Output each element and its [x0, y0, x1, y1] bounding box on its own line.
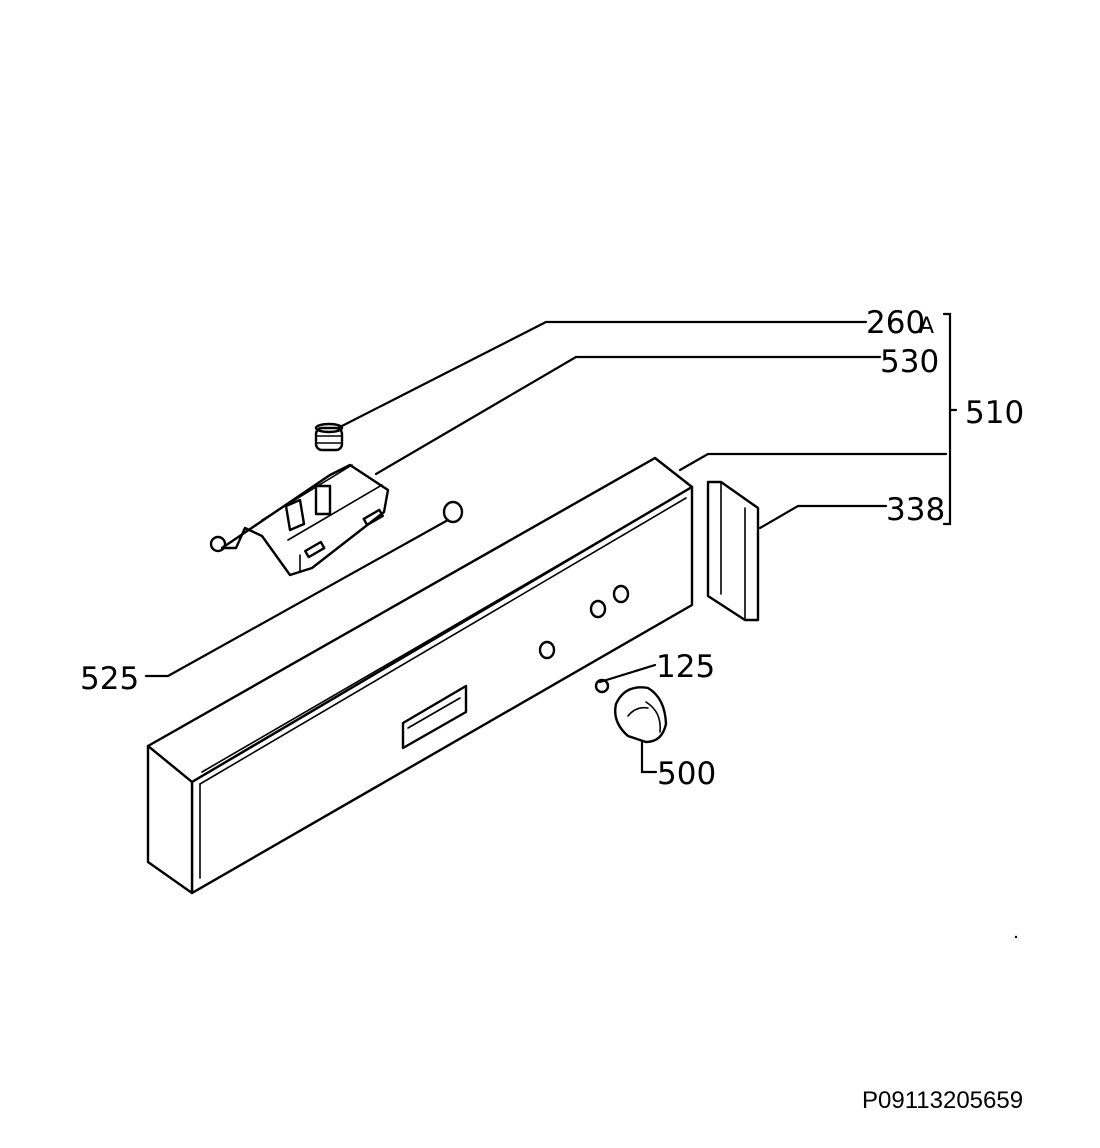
bracket-notch — [362, 508, 384, 527]
callout-125: 125 — [656, 649, 715, 685]
spring-screw — [314, 422, 344, 452]
bracket-slot — [314, 484, 332, 516]
stray-dot — [1014, 935, 1018, 939]
callout-338: 338 — [886, 492, 945, 528]
reference-code: P09113205659 — [862, 1087, 1023, 1114]
end-cap — [706, 480, 760, 622]
knob — [614, 686, 668, 744]
control-panel — [146, 456, 694, 895]
bracket-part — [209, 463, 390, 577]
callout-510: 510 — [965, 395, 1024, 431]
group-brace — [942, 312, 958, 526]
callout-260: 260 — [866, 305, 925, 341]
leader-lines — [144, 320, 948, 774]
callout-525: 525 — [80, 661, 139, 697]
callout-530: 530 — [880, 344, 939, 380]
panel-hole — [612, 584, 630, 604]
button-plug — [442, 500, 464, 524]
bracket-notch — [304, 540, 326, 559]
panel-hole — [538, 640, 556, 660]
callout-260-suffix: A — [919, 314, 934, 339]
panel-hole — [589, 599, 607, 619]
bracket-tab — [284, 498, 306, 532]
callout-500: 500 — [657, 756, 716, 792]
display-window — [401, 684, 468, 750]
small-nut — [594, 678, 610, 694]
bracket-pin — [209, 535, 227, 553]
